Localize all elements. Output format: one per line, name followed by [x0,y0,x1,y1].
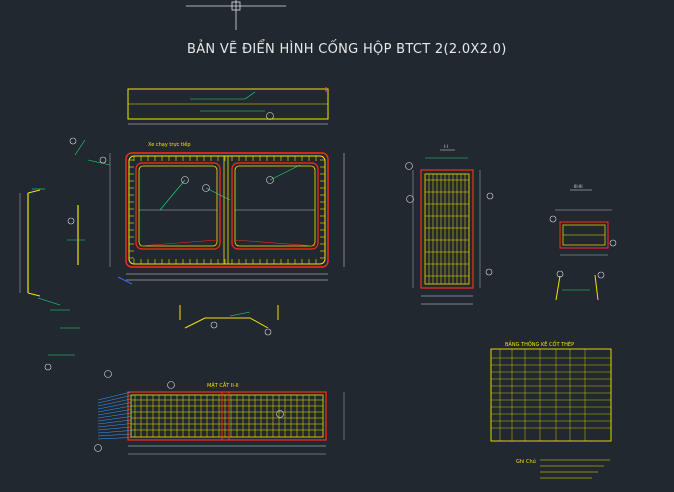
plan-note: Xe chạy trực tiếp [148,141,191,148]
drawing-title: BẢN VẼ ĐIỂN HÌNH CỐNG HỘP BTCT 2(2.0X2.0… [187,40,507,57]
callout-3 [202,184,210,192]
section-ii-ii-label: MẶT CẮT II-II [207,381,239,389]
general-notes: Ghi Chú [516,458,610,479]
box-culvert-section: Xe chạy trực tiếp [69,137,345,285]
section-i-i-label: I-I [444,144,448,149]
left-bar-detail [19,188,85,371]
section-i-i: I-I [405,144,494,305]
cad-crosshair-cursor [186,0,286,30]
section-ii-ii: MẶT CẮT II-II [94,370,345,455]
steel-schedule-table: BẢNG THỐNG KÊ CỐT THÉP [490,340,612,442]
section-iii-iii: III-III [549,184,617,301]
callout-4 [266,176,274,184]
callout-1 [266,112,274,120]
notes-title: Ghi Chú [516,458,536,465]
top-strip-elevation [127,87,329,125]
steel-table-title: BẢNG THỐNG KÊ CỐT THÉP [505,340,574,348]
section-iii-iii-label: III-III [574,184,583,189]
callout-2 [181,176,189,184]
bent-bar-detail [179,305,279,336]
